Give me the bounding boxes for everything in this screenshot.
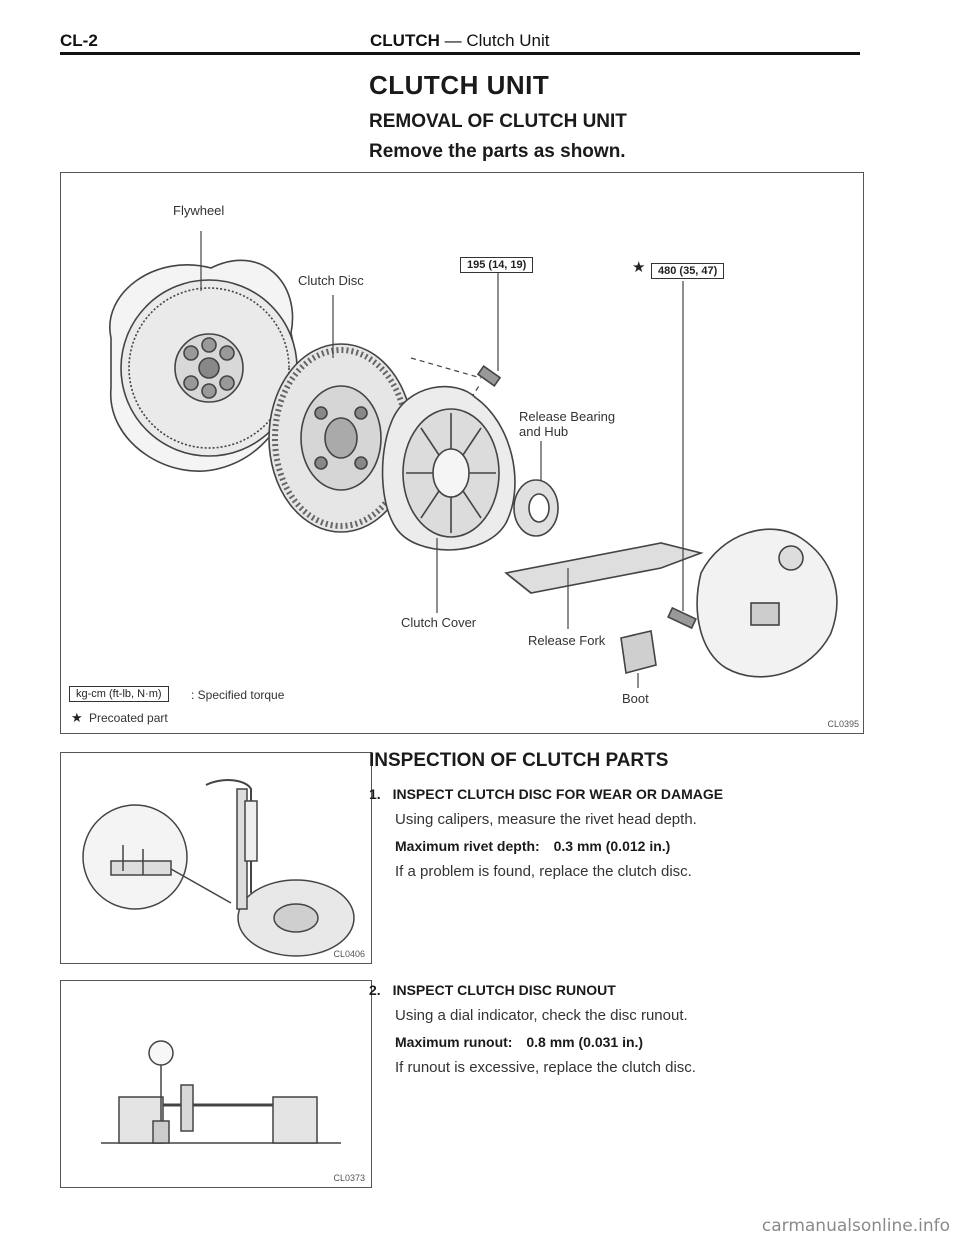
- torque-legend-text: : Specified torque: [191, 688, 285, 702]
- running-header: CLUTCH — Clutch Unit: [370, 31, 550, 51]
- step-2-heading: 2. INSPECT CLUTCH DISC RUNOUT: [369, 982, 616, 998]
- step-2-spec: Maximum runout: 0.8 mm (0.031 in.): [395, 1034, 643, 1050]
- header-rule: [60, 52, 860, 55]
- clutch-disc-label: Clutch Disc: [298, 273, 364, 288]
- step-1-note: If a problem is found, replace the clutc…: [395, 863, 692, 880]
- step-1-heading: 1. INSPECT CLUTCH DISC FOR WEAR OR DAMAG…: [369, 786, 723, 802]
- runout-drawing: [101, 1040, 341, 1144]
- precoated-legend-text: Precoated part: [89, 711, 168, 725]
- step-1-spec-value: 0.3 mm (0.012 in.): [553, 838, 671, 854]
- figure-code: CL0395: [827, 719, 859, 729]
- clutch-cover-label: Clutch Cover: [401, 615, 477, 630]
- flywheel-label: Flywheel: [173, 203, 225, 218]
- runout-figure-code: CL0373: [333, 1173, 365, 1183]
- step-2-spec-label: Maximum runout:: [395, 1034, 513, 1050]
- removal-instruction: Remove the parts as shown.: [369, 141, 626, 162]
- step-1-number: 1.: [369, 786, 381, 802]
- page-code: CL-2: [60, 31, 98, 50]
- precoated-star-icon: ★: [632, 259, 646, 276]
- step-2-text: Using a dial indicator, check the disc r…: [395, 1007, 688, 1024]
- caliper-figure: CL0406: [60, 752, 372, 964]
- step-1-spec: Maximum rivet depth: 0.3 mm (0.012 in.): [395, 838, 670, 854]
- step-2-title: INSPECT CLUTCH DISC RUNOUT: [392, 982, 616, 998]
- watermark: carmanualsonline.info: [761, 1216, 950, 1236]
- page-title: CLUTCH UNIT: [369, 70, 550, 100]
- torque-195-label: 195 (14, 19): [460, 257, 534, 273]
- exploded-view-figure: Flywheel Clutch Disc 195 (14, 19) Releas…: [60, 172, 864, 734]
- header-dash: —: [444, 31, 462, 50]
- header-subsection: Clutch Unit: [466, 31, 550, 50]
- and-hub-label: and Hub: [519, 424, 569, 439]
- caliper-figure-code: CL0406: [333, 949, 365, 959]
- release-bearing-label: Release Bearing: [519, 409, 616, 424]
- exploded-view-drawing: [109, 231, 838, 688]
- torque-legend-box: kg-cm (ft-lb, N·m): [69, 686, 169, 702]
- step-2-number: 2.: [369, 982, 381, 998]
- release-fork-label: Release Fork: [528, 633, 606, 648]
- step-2-spec-value: 0.8 mm (0.031 in.): [526, 1034, 644, 1050]
- header-section: CLUTCH: [370, 31, 440, 50]
- step-1-spec-label: Maximum rivet depth:: [395, 838, 540, 854]
- removal-heading: REMOVAL OF CLUTCH UNIT: [369, 111, 627, 132]
- torque-480-label: 480 (35, 47): [651, 263, 725, 279]
- step-2-note: If runout is excessive, replace the clut…: [395, 1059, 696, 1076]
- step-1-title: INSPECT CLUTCH DISC FOR WEAR OR DAMAGE: [392, 786, 724, 802]
- step-1-text: Using calipers, measure the rivet head d…: [395, 811, 697, 828]
- runout-figure: CL0373: [60, 980, 372, 1188]
- legend-star-icon: ★: [71, 710, 83, 725]
- caliper-drawing: [82, 779, 355, 957]
- inspection-heading: INSPECTION OF CLUTCH PARTS: [369, 750, 669, 771]
- boot-label: Boot: [622, 691, 649, 706]
